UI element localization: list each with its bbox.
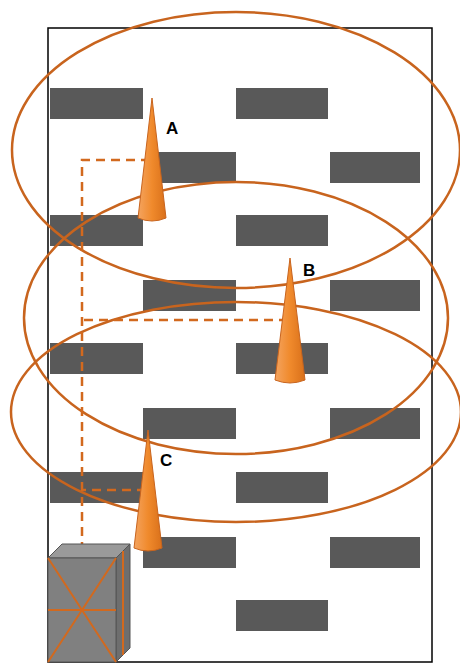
antenna-label: B [303, 262, 315, 279]
antenna-label: A [166, 120, 178, 137]
coverage-ellipses [11, 12, 460, 522]
data-paths [82, 160, 288, 556]
warehouse-floor [48, 28, 432, 662]
receiver-box [48, 544, 130, 662]
antenna-cones [134, 98, 305, 551]
antenna-label: C [160, 452, 172, 469]
